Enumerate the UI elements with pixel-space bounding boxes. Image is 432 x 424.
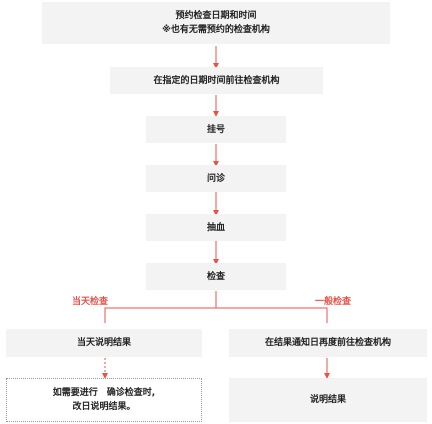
branch-line [104, 307, 328, 323]
step-reserve: 预约检查日期和时间 ※也有无需预约的检查机构 [42, 2, 390, 44]
result-explain-label: 说明结果 [309, 395, 346, 405]
confirm-note: 如需要进行 确诊检查时, 改日说明结果。 [6, 378, 202, 422]
step-visit: 在指定的日期时间前往检查机构 [110, 67, 323, 94]
revisit-step: 在结果通知日再度前往检查机构 [229, 329, 427, 357]
step-visit-label: 在指定的日期时间前往检查机构 [153, 75, 280, 86]
step-reserve-note: ※也有无需预约的检查机构 [162, 25, 270, 35]
confirm-note-line1: 如需要进行 确诊检查时, [52, 388, 156, 398]
step-consult-label: 问诊 [206, 173, 225, 184]
step-reserve-title: 预约检查日期和时间 [175, 11, 257, 21]
confirm-note-line2: 改日说明结果。 [72, 402, 136, 412]
step-register: 挂号 [146, 116, 286, 143]
step-register-label: 挂号 [206, 124, 225, 135]
step-exam: 检查 [146, 263, 286, 290]
branch-right-label: 一般检查 [315, 297, 352, 307]
step-consult: 问诊 [146, 165, 286, 192]
step-blood: 抽血 [146, 214, 286, 241]
revisit-step-label: 在结果通知日再度前往检查机构 [264, 338, 391, 348]
same-day-result: 当天说明结果 [6, 329, 202, 357]
step-exam-label: 检查 [206, 271, 225, 282]
branch-left-label: 当天检查 [72, 297, 109, 307]
step-blood-label: 抽血 [206, 222, 225, 233]
same-day-result-label: 当天说明结果 [76, 338, 131, 348]
result-explain: 说明结果 [229, 378, 427, 422]
